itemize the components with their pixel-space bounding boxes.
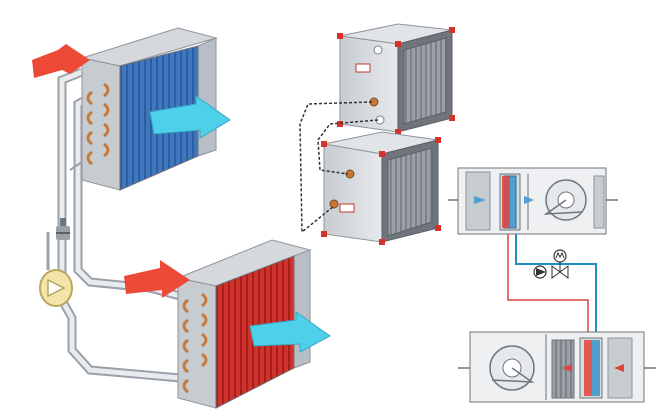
hydronic-loop <box>507 234 597 332</box>
nameplate-icon <box>339 203 355 213</box>
circulation-pump-icon <box>39 269 73 307</box>
hot-heat-exchanger-coil <box>176 239 312 409</box>
fan-icon <box>489 345 535 391</box>
air-handling-unit-bottom <box>458 331 656 403</box>
airflow-arrow-icon <box>448 196 618 204</box>
duct-heater-unit-upper <box>337 23 455 135</box>
three-way-valve-icon <box>551 262 569 279</box>
airflow-arrow-icon <box>458 364 656 372</box>
pipe-connection-icon <box>299 101 379 234</box>
fan-icon <box>543 179 587 221</box>
warm-air-arrow-icon <box>32 44 90 78</box>
valve-icon <box>56 218 70 240</box>
nameplate-icon <box>355 63 371 73</box>
pump-symbol-icon <box>533 265 547 279</box>
cool-air-arrow-icon <box>149 95 231 139</box>
cool-air-arrow-icon <box>249 311 331 353</box>
hot-air-arrow-icon <box>124 260 190 298</box>
copper-bends-icon <box>182 292 208 394</box>
copper-bends-icon <box>86 82 110 166</box>
air-handling-unit-top <box>448 167 618 235</box>
duct-heater-unit-lower <box>321 131 441 245</box>
motor-icon <box>553 249 567 263</box>
